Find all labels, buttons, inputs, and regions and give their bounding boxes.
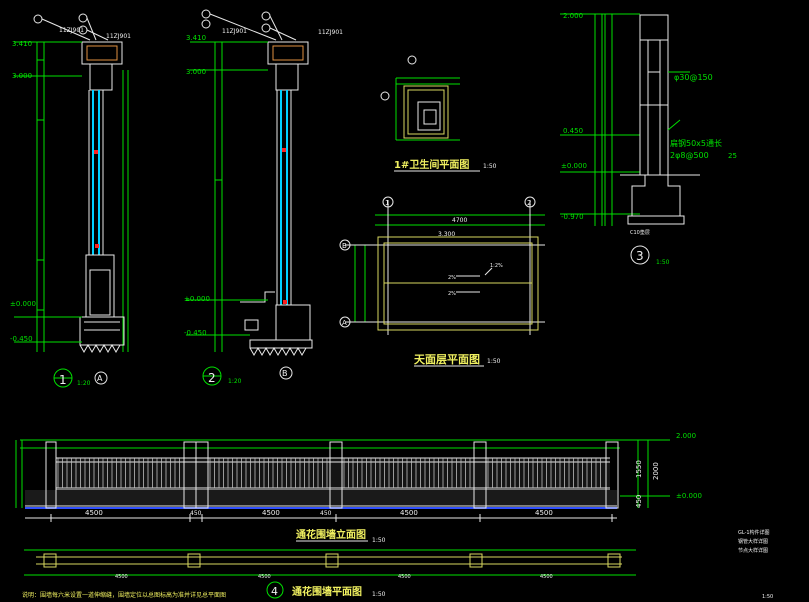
right-note-2: 节点大样详图 bbox=[738, 547, 768, 554]
fence-dim-5: 4500 bbox=[535, 509, 553, 517]
d2-ref-2: 11ZJ901 bbox=[318, 29, 343, 36]
d3-rebar-2: 扁钢50x5通长 bbox=[670, 138, 722, 148]
plan-dim-1: 4500 bbox=[258, 574, 271, 580]
roof-axis-a: A bbox=[342, 319, 347, 327]
fence-railing-bars bbox=[57, 458, 601, 488]
fence-side-dim-2: 450 bbox=[635, 495, 643, 508]
detail-3-section bbox=[560, 13, 700, 226]
d1-level-0000: ±0.000 bbox=[10, 300, 36, 308]
roof-plan-scale: 1:50 bbox=[487, 358, 501, 365]
d3-rebar-3: 2φ8@500 bbox=[670, 151, 709, 160]
roof-axis-b: B bbox=[342, 242, 347, 250]
d1-scale: 1:20 bbox=[77, 380, 91, 387]
d3-level-0450: 0.450 bbox=[563, 127, 583, 135]
fence-side-dim-1: 2000 bbox=[652, 462, 660, 480]
d2-level-3410: 3.410 bbox=[186, 34, 206, 42]
detail-3-marker bbox=[630, 245, 650, 265]
fence-dim-3: 450 bbox=[320, 510, 332, 517]
detail-2-marker bbox=[202, 366, 293, 386]
fence-dim-0: 4500 bbox=[85, 509, 103, 517]
toilet-plan-title: 1#卫生间平面图 bbox=[394, 158, 469, 171]
d3-rebar-5: C10垫层 bbox=[630, 229, 650, 236]
d1-ref-2: 11ZJ901 bbox=[106, 33, 131, 40]
roof-dim-3300: 3.300 bbox=[438, 231, 455, 238]
fence-dim-2: 4500 bbox=[262, 509, 280, 517]
d3-rebar-4: 25 bbox=[728, 152, 737, 160]
d2-level-m0450: -0.450 bbox=[184, 329, 207, 337]
detail-1-marker bbox=[53, 368, 108, 388]
d1-ref-1: 11ZJ901 bbox=[59, 27, 84, 34]
toilet-plan-scale: 1:50 bbox=[483, 163, 497, 170]
d1-level-3410: 3.410 bbox=[12, 40, 32, 48]
d1-number: 1 bbox=[59, 373, 67, 387]
fence-elevation-scale: 1:50 bbox=[372, 537, 386, 544]
fence-elevation-title: 通花围墙立面图 bbox=[296, 528, 366, 541]
d2-scale: 1:20 bbox=[228, 378, 242, 385]
fence-level-top: 2.000 bbox=[676, 432, 696, 440]
fence-dimension-lines bbox=[25, 439, 670, 522]
d3-rebar-1: φ30@150 bbox=[674, 73, 713, 82]
d3-number: 3 bbox=[636, 249, 644, 263]
roof-plan bbox=[339, 196, 545, 335]
d2-level-3000: 3.000 bbox=[186, 68, 206, 76]
plan-dim-3: 4500 bbox=[540, 574, 553, 580]
d2-axis: B bbox=[282, 369, 288, 378]
d1-axis: A bbox=[97, 374, 103, 383]
fence-dim-4: 4500 bbox=[400, 509, 418, 517]
fence-plan bbox=[24, 549, 636, 599]
toilet-plan bbox=[380, 55, 460, 141]
fence-plan-title: 通花围墙平面图 bbox=[292, 585, 362, 598]
roof-axis-2: 2 bbox=[527, 199, 531, 207]
roof-axis-1: 1 bbox=[385, 199, 389, 207]
corner-scale: 1:50 bbox=[762, 594, 773, 600]
roof-slope-3: 2% bbox=[448, 291, 456, 297]
fence-level-bottom: ±0.000 bbox=[676, 492, 702, 500]
d1-level-m0450: -0.450 bbox=[10, 335, 33, 343]
roof-plan-title: 天面层平面图 bbox=[414, 353, 480, 366]
plan-dim-0: 4500 bbox=[115, 574, 128, 580]
right-note-1: 钢管大样详图 bbox=[738, 538, 768, 545]
d2-level-0000: ±0.000 bbox=[184, 295, 210, 303]
fence-side-dim-0: 1550 bbox=[635, 460, 643, 478]
detail-1-section bbox=[14, 13, 129, 354]
d1-level-3000: 3.000 bbox=[12, 72, 32, 80]
roof-slope-2: 2% bbox=[448, 275, 456, 281]
roof-slope: 1:2% bbox=[490, 263, 503, 269]
fence-dim-1: 450 bbox=[190, 510, 202, 517]
right-note-0: GL-1构件详图 bbox=[738, 529, 770, 536]
d2-number: 2 bbox=[208, 371, 216, 385]
fence-plan-scale: 1:50 bbox=[372, 591, 386, 598]
d3-level-0000: ±0.000 bbox=[561, 162, 587, 170]
roof-dim-4700: 4700 bbox=[452, 217, 467, 224]
d3-scale: 1:50 bbox=[656, 259, 670, 266]
d2-ref-1: 11ZJ901 bbox=[222, 28, 247, 35]
d4-number: 4 bbox=[271, 585, 278, 598]
d3-level-2000: 2.000 bbox=[563, 12, 583, 20]
plan-dim-2: 4500 bbox=[398, 574, 411, 580]
d3-level-m0970: -0.970 bbox=[561, 213, 584, 221]
general-note: 说明：围墙每六米设置一道伸缩缝，围墙定位以总图标高为准并详见总平面图 bbox=[22, 591, 226, 599]
detail-2-section bbox=[186, 9, 313, 357]
